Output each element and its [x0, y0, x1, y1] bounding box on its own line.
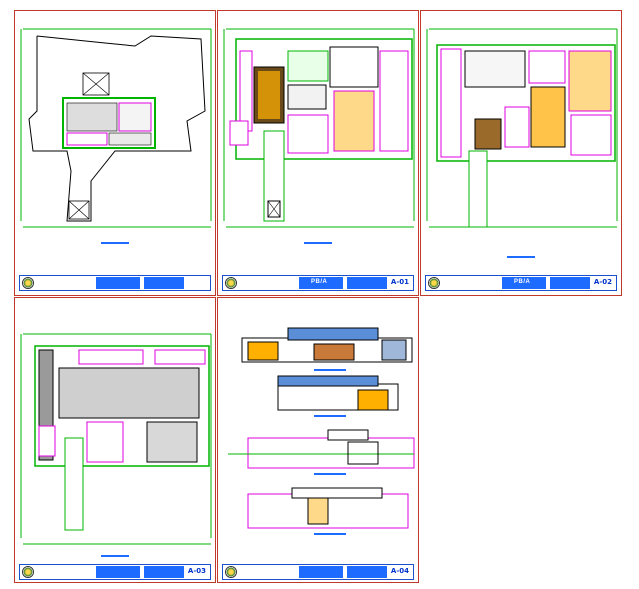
- sheet-number: A-04: [390, 567, 409, 575]
- sheet-floor-plan-3[interactable]: A-03: [14, 297, 216, 583]
- drawing-code: PB/A: [514, 279, 531, 285]
- title-field: [144, 566, 184, 578]
- title-field: [96, 277, 140, 289]
- sheet-floor-plan-1[interactable]: PB/A A-01: [217, 10, 419, 296]
- drawing-code: PB/A: [311, 279, 328, 285]
- title-field: [299, 277, 343, 289]
- title-block: PB/A A-01: [222, 275, 414, 291]
- floor-plan-1-drawing: [223, 28, 415, 244]
- elevations-drawing: [228, 327, 415, 535]
- sheet-elevations-sections[interactable]: A-04: [217, 297, 419, 583]
- title-field: [96, 566, 140, 578]
- sheet-number: A-03: [187, 567, 206, 575]
- sheet-site-plan[interactable]: [14, 10, 216, 296]
- institution-logo-icon: [225, 566, 237, 578]
- title-field: [144, 277, 184, 289]
- title-field: [502, 277, 546, 289]
- title-field: [299, 566, 343, 578]
- institution-logo-icon: [428, 277, 440, 289]
- title-field: [347, 566, 387, 578]
- sheet-floor-plan-2[interactable]: PB/A A-02: [420, 10, 622, 296]
- site-plan-drawing: [20, 28, 212, 244]
- title-block: A-04: [222, 564, 414, 580]
- title-block: PB/A A-02: [425, 275, 617, 291]
- sheet-number: A-01: [390, 278, 409, 286]
- institution-logo-icon: [22, 566, 34, 578]
- institution-logo-icon: [22, 277, 34, 289]
- title-block: [19, 275, 211, 291]
- sheet-number: A-02: [593, 278, 612, 286]
- floor-plan-2-drawing: [426, 28, 618, 258]
- title-field: [550, 277, 590, 289]
- title-field: [347, 277, 387, 289]
- institution-logo-icon: [225, 277, 237, 289]
- floor-plan-3-drawing: [20, 333, 212, 557]
- title-block: A-03: [19, 564, 211, 580]
